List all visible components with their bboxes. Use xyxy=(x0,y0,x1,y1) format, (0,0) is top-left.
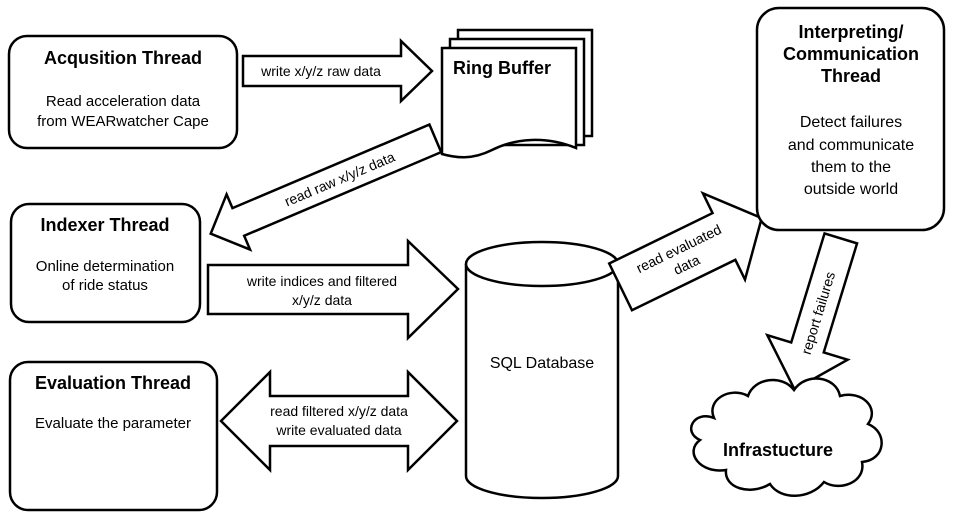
evaluation-thread-line-1: Evaluate the parameter xyxy=(35,415,191,432)
acquisition-thread-box: Acqusition Thread Read acceleration data… xyxy=(7,34,239,150)
infrastructure-label: Infrastucture xyxy=(723,440,833,460)
ring-buffer-stack: Ring Buffer xyxy=(440,28,594,159)
sql-database-label: SQL Database xyxy=(490,355,594,372)
interpreting-thread-line-2: and communicate xyxy=(788,137,914,154)
evaluation-thread-title: Evaluation Thread xyxy=(35,373,191,393)
acquisition-thread-title: Acqusition Thread xyxy=(44,48,202,68)
infrastructure-cloud: Infrastucture xyxy=(689,377,883,497)
write-evaluated-label: write evaluated data xyxy=(275,422,402,438)
write-raw-data-label: write x/y/z raw data xyxy=(260,63,381,79)
write-indices-arrow: write indices and filtered x/y/z data xyxy=(206,238,460,341)
interpreting-thread-line-3: them to the xyxy=(811,159,891,176)
interpreting-thread-box: Interpreting/ Communication Thread Detec… xyxy=(755,6,946,232)
indexer-thread-box: Indexer Thread Online determination of r… xyxy=(9,202,202,324)
acquisition-thread-line-1: Read acceleration data xyxy=(46,93,201,110)
interpreting-thread-title-1: Interpreting/ xyxy=(798,22,903,42)
read-evaluated-arrow: read evaluated data xyxy=(607,190,764,312)
evaluation-thread-box: Evaluation Thread Evaluate the parameter xyxy=(8,360,219,512)
read-filtered-label: read filtered x/y/z data xyxy=(270,403,408,419)
indexer-thread-title: Indexer Thread xyxy=(40,215,169,235)
indexer-thread-line-1: Online determination xyxy=(36,258,174,275)
interpreting-thread-line-1: Detect failures xyxy=(800,114,902,131)
write-indices-label-2: x/y/z data xyxy=(292,292,352,308)
report-failures-arrow: report failures xyxy=(764,231,859,392)
ring-buffer-title: Ring Buffer xyxy=(453,58,551,78)
interpreting-thread-title-2: Communication xyxy=(783,44,919,64)
acquisition-thread-line-2: from WEARwatcher Cape xyxy=(37,113,209,130)
interpreting-thread-line-4: outside world xyxy=(804,181,898,198)
write-raw-data-arrow: write x/y/z raw data xyxy=(241,38,434,104)
sql-database-cylinder: SQL Database xyxy=(464,240,620,500)
interpreting-thread-title-3: Thread xyxy=(821,66,881,86)
indexer-thread-line-2: of ride status xyxy=(62,277,148,294)
evaluation-database-double-arrow: read filtered x/y/z data write evaluated… xyxy=(219,368,459,474)
write-indices-label-1: write indices and filtered xyxy=(246,273,397,289)
